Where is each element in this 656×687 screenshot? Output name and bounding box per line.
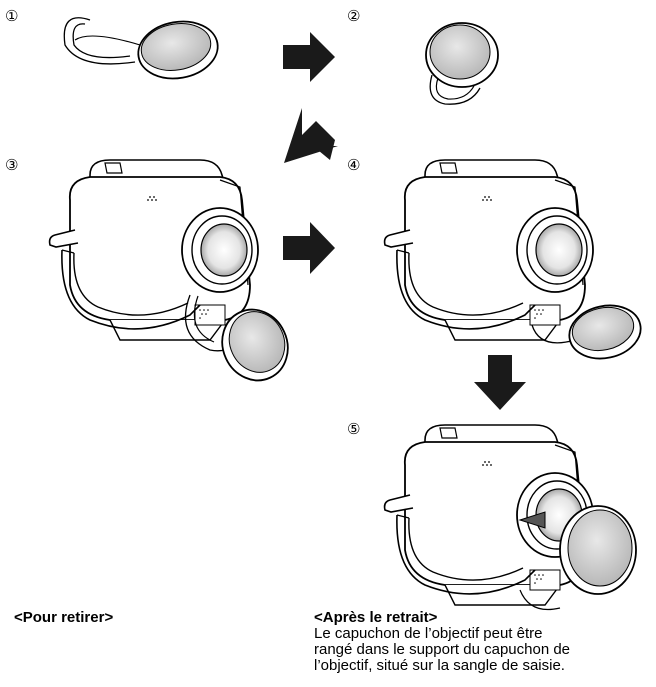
arrow-right-icon — [283, 32, 335, 82]
after-removal-text-line-1: Le capuchon de l’objectif peut être — [314, 625, 543, 642]
remove-heading: <Pour retirer> — [14, 609, 114, 626]
after-removal-heading: <Après le retrait> — [314, 609, 438, 626]
step-1-cap-with-cord — [63, 17, 219, 80]
arrow-down-icon — [474, 355, 526, 410]
step-3-camcorder-with-cap — [48, 159, 289, 382]
step-number-3: ③ — [5, 156, 18, 174]
step-4-camcorder-cap-hanging — [383, 159, 642, 360]
arrow-down-left-icon — [284, 108, 338, 163]
step-number-5: ⑤ — [347, 420, 360, 438]
arrow-right-icon — [283, 222, 335, 274]
after-removal-text-line-3: l’objectif, situé sur la sangle de saisi… — [314, 657, 565, 674]
step-5-cap-stored-on-strap — [383, 424, 637, 611]
step-number-4: ④ — [347, 156, 360, 174]
step-number-1: ① — [5, 7, 18, 25]
after-removal-text-line-2: rangé dans le support du capuchon de — [314, 641, 571, 658]
step-2-cap-cord-attached — [425, 22, 499, 105]
step-number-2: ② — [347, 7, 360, 25]
